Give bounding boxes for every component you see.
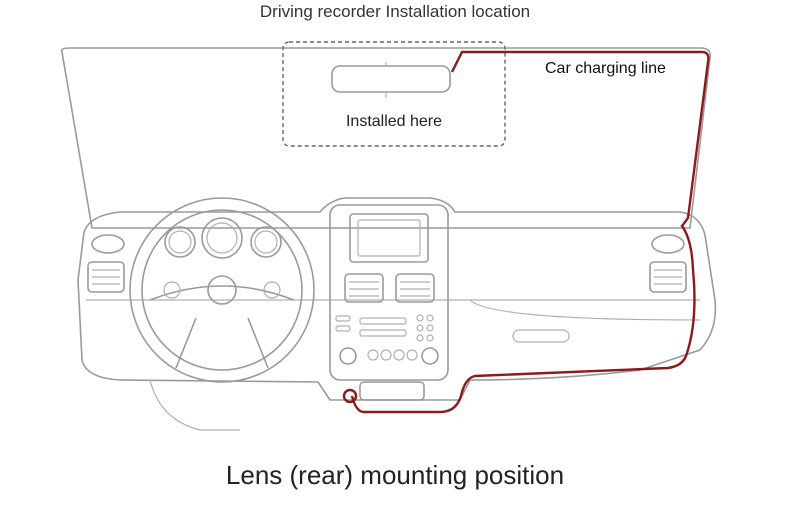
left-speaker xyxy=(91,234,125,254)
center-vent-left xyxy=(344,273,384,303)
left-vent xyxy=(87,261,125,293)
center-screen xyxy=(349,213,429,263)
lens-position-caption: Lens (rear) mounting position xyxy=(225,460,565,490)
right-vent xyxy=(649,261,687,293)
center-vent-right xyxy=(395,273,435,303)
right-speaker xyxy=(651,234,685,254)
charging-line-label: Car charging line xyxy=(545,60,666,77)
charging-cable xyxy=(350,50,710,414)
center-console xyxy=(329,204,449,381)
install-zone-box xyxy=(282,41,506,147)
diagram-title: Driving recorder Installation location xyxy=(259,2,531,21)
windshield-outline xyxy=(60,47,712,229)
instrument-gauges xyxy=(164,217,282,259)
rearview-mirror xyxy=(331,65,451,93)
steering-wheel xyxy=(129,197,315,383)
glovebox-slot xyxy=(359,381,425,401)
install-zone-label: Installed here xyxy=(345,113,443,130)
lens-socket xyxy=(342,388,358,404)
